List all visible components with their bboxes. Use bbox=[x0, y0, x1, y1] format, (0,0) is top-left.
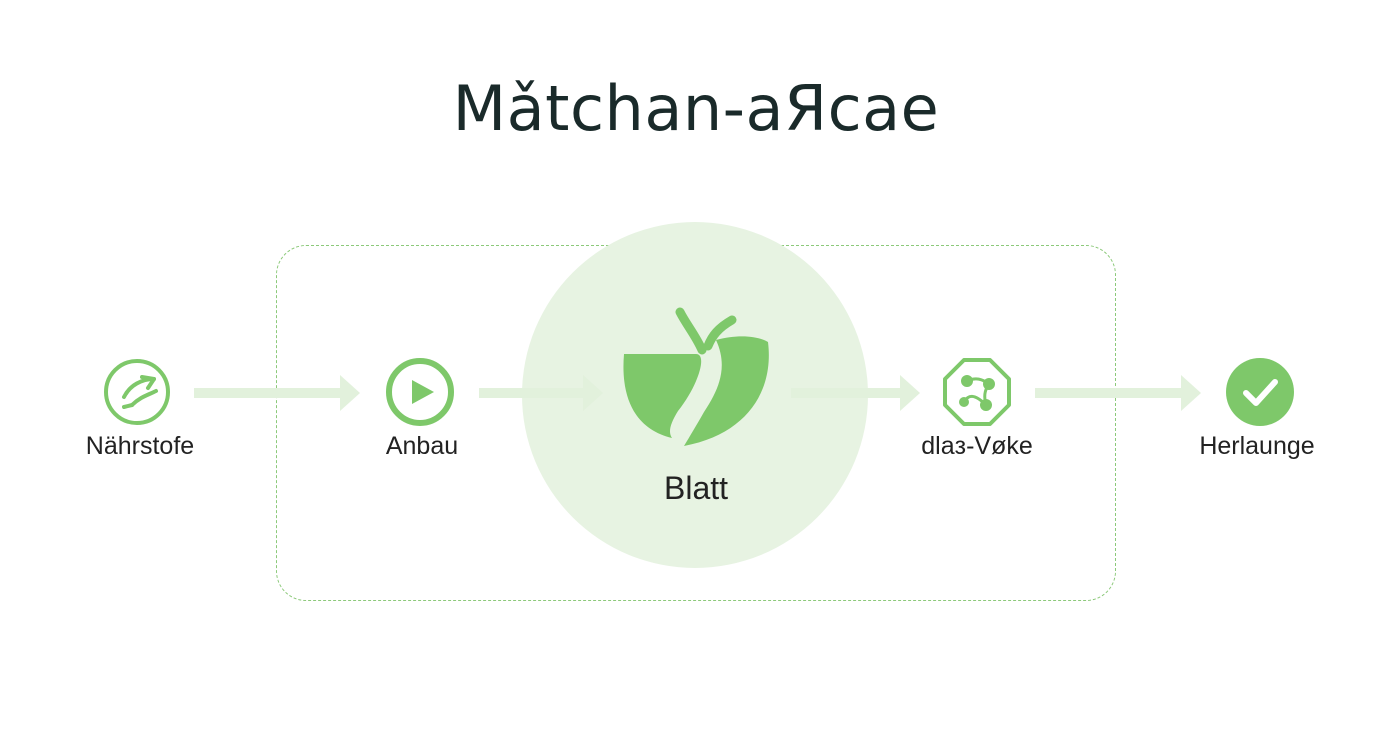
step-label-5: Herlaunge bbox=[1199, 432, 1315, 460]
step-label-2: Anbau bbox=[385, 432, 459, 460]
arrow-2 bbox=[479, 375, 603, 411]
molecule-octagon-icon bbox=[943, 358, 1011, 426]
step-label-3: Blatt bbox=[663, 470, 729, 506]
arrow-3 bbox=[791, 375, 920, 411]
step-label-4: dlaз-Vøke bbox=[921, 432, 1033, 460]
play-circle-icon bbox=[386, 358, 454, 426]
check-circle-icon bbox=[1226, 358, 1294, 426]
step-label-1: Nährstofe bbox=[85, 432, 195, 460]
arrow-1 bbox=[194, 375, 360, 411]
diagram-title: Mǎtchan-aЯcae bbox=[452, 72, 940, 145]
leaf-fruit-icon bbox=[623, 307, 769, 446]
arrow-4 bbox=[1035, 375, 1201, 411]
swirl-circle-icon bbox=[104, 359, 170, 425]
